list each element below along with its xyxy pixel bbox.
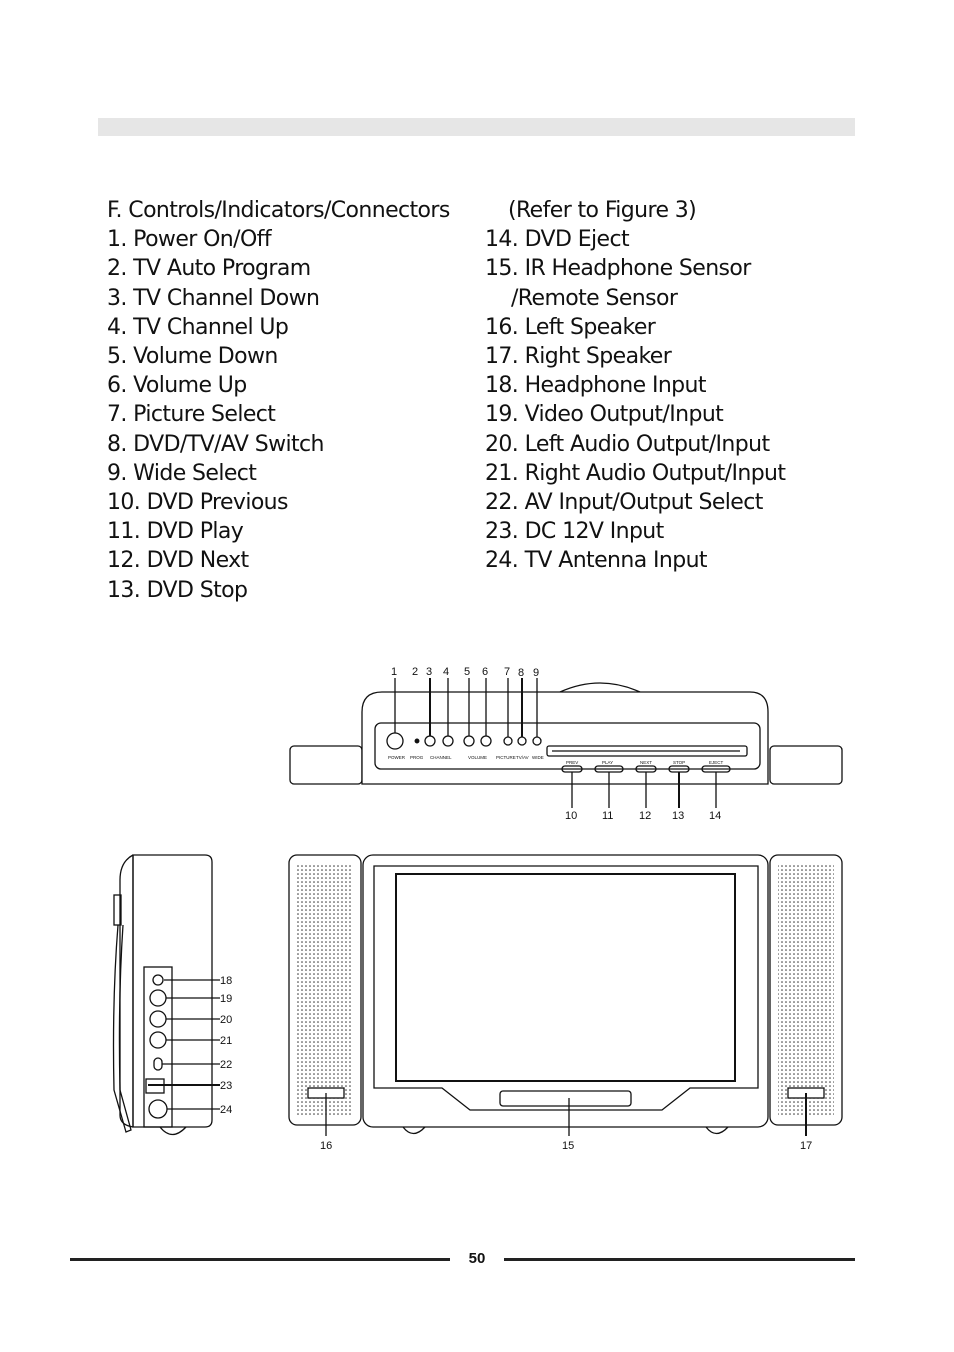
panel-label: PROG bbox=[410, 755, 424, 760]
list-item: 23. DC 12V Input bbox=[485, 519, 664, 545]
list-item: 7. Picture Select bbox=[107, 402, 276, 428]
list-item: 16. Left Speaker bbox=[485, 314, 656, 340]
footer-rule-left bbox=[70, 1258, 450, 1261]
top-callouts: 1 2 3 4 5 6 7 8 9 bbox=[391, 666, 539, 679]
list-item: 15. IR Headphone Sensor bbox=[485, 256, 751, 282]
right-column: (Refer to Figure 3) 14. DVD Eject 15. IR… bbox=[485, 196, 786, 576]
front-callouts: 16 15 17 bbox=[320, 1140, 812, 1152]
panel-label: CHANNEL bbox=[430, 755, 452, 760]
list-item: 19. Video Output/Input bbox=[485, 402, 724, 428]
callout-label: 1 bbox=[391, 666, 397, 678]
list-item: 14. DVD Eject bbox=[485, 227, 630, 253]
list-item: 22. AV Input/Output Select bbox=[485, 490, 763, 516]
callout-label: 12 bbox=[639, 810, 651, 822]
callout-label: 10 bbox=[565, 810, 577, 822]
list-item: 2. TV Auto Program bbox=[107, 256, 311, 282]
panel-label: TV/AV bbox=[516, 755, 529, 760]
list-item: 18. Headphone Input bbox=[485, 373, 707, 399]
header-bar bbox=[98, 118, 855, 136]
list-item: 9. Wide Select bbox=[107, 460, 257, 486]
side-view bbox=[112, 854, 220, 1136]
list-item: 3. TV Channel Down bbox=[107, 285, 320, 311]
list-item: 10. DVD Previous bbox=[107, 490, 289, 516]
callout-label: 24 bbox=[220, 1104, 232, 1116]
list-item: 4. TV Channel Up bbox=[107, 314, 289, 340]
callout-label: 23 bbox=[220, 1080, 232, 1092]
panel-label: STOP bbox=[673, 760, 685, 765]
list-item: 21. Right Audio Output/Input bbox=[485, 460, 786, 486]
list-item: 6. Volume Up bbox=[107, 373, 247, 399]
callout-label: 7 bbox=[504, 666, 510, 678]
callout-label: 20 bbox=[220, 1014, 232, 1026]
section-heading: F. Controls/Indicators/Connectors bbox=[107, 198, 450, 223]
panel-label: PICTURE bbox=[496, 755, 516, 760]
list-item: 13. DVD Stop bbox=[107, 577, 248, 603]
callout-label: 3 bbox=[426, 666, 432, 678]
callout-label: 9 bbox=[533, 667, 539, 679]
callout-label: 14 bbox=[709, 810, 721, 822]
list-item: 24. TV Antenna Input bbox=[485, 548, 708, 574]
side-callouts: 18 19 20 21 22 23 24 bbox=[220, 975, 232, 1116]
bottom-callouts: 10 11 12 13 14 bbox=[565, 810, 721, 822]
callout-label: 16 bbox=[320, 1140, 332, 1152]
callout-label: 17 bbox=[800, 1140, 812, 1152]
panel-label: POWER bbox=[388, 755, 406, 760]
list-item-continuation: /Remote Sensor bbox=[511, 285, 678, 311]
panel-label: WIDE bbox=[532, 755, 544, 760]
callout-label: 6 bbox=[482, 666, 488, 678]
callout-label: 21 bbox=[220, 1035, 232, 1047]
callout-label: 13 bbox=[672, 810, 684, 822]
callout-label: 22 bbox=[220, 1059, 232, 1071]
page-number: 50 bbox=[468, 1250, 486, 1267]
panel-label: NEXT bbox=[640, 760, 652, 765]
refer-note: (Refer to Figure 3) bbox=[508, 198, 697, 223]
callout-label: 2 bbox=[412, 666, 418, 678]
list-item: 5. Volume Down bbox=[107, 344, 278, 370]
left-column: F. Controls/Indicators/Connectors 1. Pow… bbox=[107, 196, 450, 605]
list-item: 11. DVD Play bbox=[107, 519, 244, 545]
footer-rule-right bbox=[504, 1258, 855, 1261]
callout-label: 15 bbox=[562, 1140, 574, 1152]
callout-label: 5 bbox=[464, 666, 470, 678]
list-item: 1. Power On/Off bbox=[107, 227, 272, 253]
panel-label: VOLUME bbox=[468, 755, 487, 760]
list-item: 20. Left Audio Output/Input bbox=[485, 431, 770, 457]
top-view bbox=[289, 678, 843, 808]
callout-label: 8 bbox=[518, 667, 524, 679]
panel-labels: POWER PROG CHANNEL VOLUME PICTURE TV/AV … bbox=[388, 755, 724, 765]
panel-label: PLAY bbox=[602, 760, 613, 765]
list-item: 17. Right Speaker bbox=[485, 344, 672, 370]
callout-label: 11 bbox=[602, 810, 613, 822]
callout-label: 18 bbox=[220, 975, 232, 987]
list-item: 12. DVD Next bbox=[107, 548, 249, 574]
callout-label: 4 bbox=[443, 666, 449, 678]
panel-label: PREV bbox=[566, 760, 578, 765]
list-item: 8. DVD/TV/AV Switch bbox=[107, 431, 324, 457]
front-view bbox=[288, 854, 843, 1136]
panel-label: EJECT bbox=[709, 760, 724, 765]
callout-label: 19 bbox=[220, 993, 232, 1005]
